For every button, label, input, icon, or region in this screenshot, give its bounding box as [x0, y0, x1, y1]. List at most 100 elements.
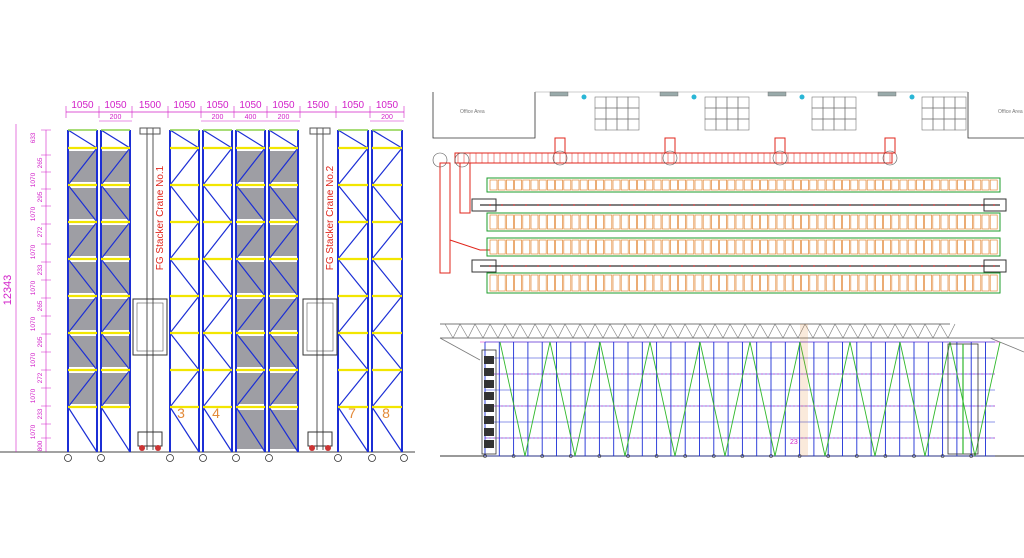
pallet-slot — [957, 239, 965, 255]
rack-number: 3 — [177, 405, 185, 421]
section-base-marker — [969, 454, 974, 458]
pallet-slot — [891, 214, 900, 230]
roof-web — [909, 323, 919, 339]
window-cell — [822, 96, 835, 109]
pallet-slot — [563, 214, 572, 230]
pallet-slot — [981, 214, 990, 230]
office-wall — [967, 92, 1024, 139]
rail-marker — [861, 265, 863, 267]
section-mid-column — [800, 324, 808, 456]
office-window-grid — [594, 96, 640, 131]
conveyor-turntable — [454, 152, 470, 168]
side-conveyor-link — [449, 239, 490, 251]
pallet-slot — [752, 179, 760, 191]
pallet-slot — [489, 214, 498, 230]
side-dim-label: 1070 — [30, 172, 37, 187]
section-base-marker — [883, 454, 888, 458]
section-base-marker — [683, 454, 688, 458]
pallet-slot — [670, 214, 678, 230]
roof-web — [849, 323, 859, 339]
section-base-marker — [940, 454, 945, 458]
pallet-slot — [735, 214, 744, 230]
pallet-slot — [858, 274, 867, 292]
roof-web — [549, 323, 559, 339]
roof-web — [692, 323, 701, 339]
pallet-slot — [784, 239, 793, 255]
section-base-marker — [912, 454, 916, 458]
rail-marker — [909, 265, 911, 267]
window-cell — [844, 107, 857, 120]
total-height-label: 12343 — [2, 275, 14, 306]
pallet-slot — [514, 274, 522, 292]
pallet-slot — [563, 274, 572, 292]
rail-marker — [573, 204, 575, 206]
pallet-slot — [850, 239, 859, 255]
pallet-slot — [793, 214, 801, 230]
input-load — [484, 356, 494, 364]
roof-web — [789, 323, 799, 339]
conveyor-turntable — [552, 150, 568, 166]
pallet-slot — [883, 214, 891, 230]
rack-bracing — [67, 129, 98, 453]
rail-marker — [645, 204, 647, 206]
roof-web — [504, 323, 514, 339]
pallet-slot — [916, 239, 924, 255]
pallet-slot — [973, 274, 982, 292]
pallet-slot — [907, 274, 916, 292]
pallet-slot — [842, 214, 850, 230]
pallet-slot — [637, 274, 645, 292]
roof-web — [647, 323, 656, 339]
pallet-slot — [497, 239, 506, 255]
window-cell — [627, 107, 640, 120]
window-cell — [715, 96, 728, 109]
roof-web — [744, 323, 754, 339]
sub-dim-label: 200 — [110, 114, 122, 121]
side-dim-label: 272 — [37, 226, 44, 237]
section-brace — [774, 341, 801, 457]
rail-marker — [801, 265, 803, 267]
column-grid-marker — [97, 454, 105, 462]
pallet-slot — [850, 179, 859, 191]
rail-marker — [501, 204, 503, 206]
crane-plan-right — [983, 259, 1007, 273]
pallet-slot — [989, 274, 998, 292]
column-grid-marker — [166, 454, 174, 462]
pallet-slot — [809, 214, 818, 230]
section-base-marker — [797, 454, 802, 458]
rack-bracing — [202, 129, 233, 453]
pallet-slot — [686, 214, 695, 230]
pallet-slot — [735, 179, 744, 191]
roof-web — [834, 323, 844, 339]
window-cell — [605, 118, 618, 131]
window-cell — [627, 118, 640, 131]
roof-web — [654, 323, 664, 339]
side-dim-label: 265 — [37, 157, 44, 168]
roof-web — [527, 323, 536, 339]
pallet-slot — [727, 239, 736, 255]
roof-web — [617, 323, 626, 339]
section-base-marker — [711, 454, 716, 458]
pallet-slot — [645, 239, 654, 255]
pallet-slot — [620, 214, 629, 230]
pallet-slot — [916, 274, 924, 292]
pallet-slot — [579, 179, 588, 191]
rack-bracing — [268, 129, 299, 453]
pallet-slot — [735, 274, 744, 292]
roof-web — [564, 323, 574, 339]
main-conveyor — [454, 152, 893, 164]
crane-top-frame — [309, 127, 331, 135]
pallet-slot — [957, 274, 965, 292]
pallet-slot — [948, 239, 957, 255]
pallet-slot — [661, 179, 670, 191]
rail-marker — [921, 204, 923, 206]
roof-web — [572, 323, 581, 339]
pallet-slot — [858, 179, 867, 191]
window-cell — [954, 96, 967, 109]
rail-marker — [993, 265, 995, 267]
pallet-slot — [809, 274, 818, 292]
pallet-slot — [776, 239, 785, 255]
right-plan: Office Area Office Area — [432, 91, 1024, 294]
pallet-slot — [547, 239, 555, 255]
rail-marker — [933, 204, 935, 206]
rail-marker — [753, 204, 755, 206]
